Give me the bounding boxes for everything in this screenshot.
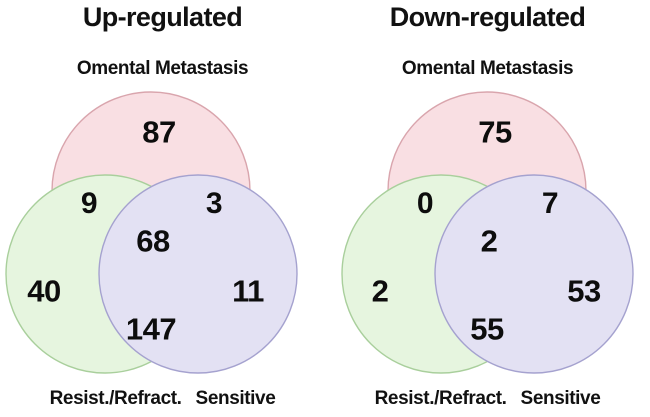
set-label-top-down-regulated: Omental Metastasis [401, 58, 574, 79]
venn-count-left-and-right: 55 [470, 311, 504, 347]
venn-panel-down-regulated: Down-regulated Omental Metastasis 75 0 7… [325, 0, 650, 417]
set-label-top-up-regulated: Omental Metastasis [76, 58, 249, 79]
venn-stage-up-regulated: 87 9 3 68 40 11 147 [0, 88, 325, 383]
set-label-bottom-right-up-regulated: Sensitive [195, 388, 276, 409]
set-label-bottom-right-down-regulated: Sensitive [520, 388, 601, 409]
panel-title-up-regulated: Up-regulated [82, 2, 243, 32]
set-labels-bottom-up-regulated: Resist./Refract. Sensitive [0, 388, 325, 410]
venn-circle-bottom-right [434, 174, 634, 374]
venn-count-all-three: 2 [480, 223, 498, 259]
venn-count-all-three: 68 [136, 223, 170, 259]
set-label-bottom-left-up-regulated: Resist./Refract. [49, 388, 182, 409]
venn-stage-down-regulated: 75 0 7 2 2 53 55 [325, 88, 650, 383]
venn-circles-down-regulated [341, 91, 634, 374]
venn-circle-bottom-right [98, 174, 298, 374]
venn-count-top-and-left: 9 [80, 187, 98, 220]
venn-count-top-and-left: 0 [416, 187, 434, 220]
venn-count-left-only: 2 [371, 273, 389, 309]
venn-count-right-only: 53 [567, 273, 601, 309]
venn-count-right-only: 11 [232, 273, 264, 309]
venn-panel-up-regulated: Up-regulated Omental Metastasis 87 9 3 6… [0, 2, 325, 410]
panel-title-down-regulated: Down-regulated [389, 2, 586, 32]
venn-count-top-and-right: 7 [541, 187, 559, 220]
venn-count-left-only: 40 [27, 273, 61, 309]
set-label-bottom-left-down-regulated: Resist./Refract. [374, 388, 507, 409]
set-labels-bottom-down-regulated: Resist./Refract. Sensitive [325, 388, 650, 410]
venn-count-top-only: 87 [142, 114, 176, 150]
venn-count-top-only: 75 [478, 114, 512, 150]
venn-circles-up-regulated [5, 91, 298, 374]
venn-count-left-and-right: 147 [125, 311, 177, 347]
venn-count-top-and-right: 3 [205, 187, 223, 220]
